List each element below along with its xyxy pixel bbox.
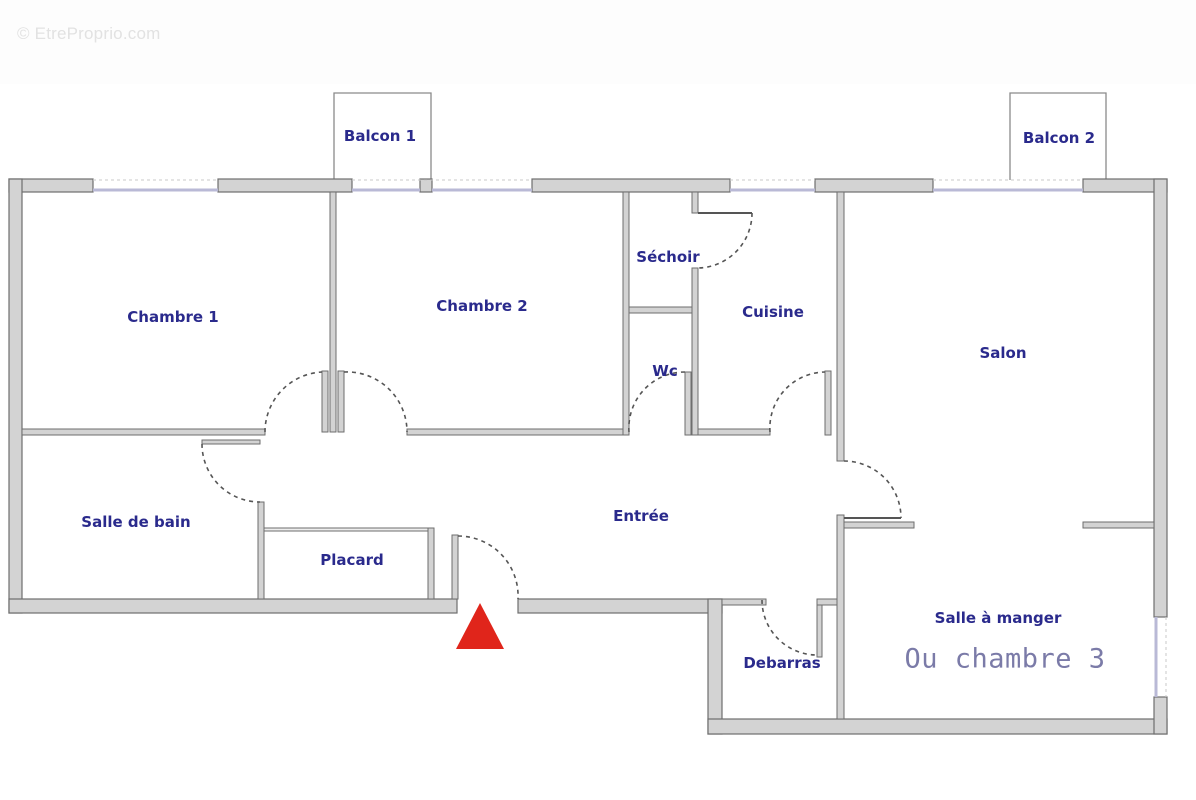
room-label-salle-de-bain: Salle de bain [81, 513, 191, 531]
door-cuisine-arc [769, 371, 826, 433]
interior-walls [21, 191, 1155, 720]
door-salle-de-bain-arc [201, 443, 261, 503]
door-chambre-1-arc [264, 371, 323, 433]
room-label-salon: Salon [979, 344, 1027, 362]
room-label-balcon-2: Balcon 2 [1022, 129, 1096, 147]
balcon-2-outline [1009, 92, 1107, 180]
door-wc-arc [628, 371, 686, 433]
room-label-salle-a-manger: Salle à manger [934, 609, 1062, 627]
room-label-chambre-2: Chambre 2 [436, 297, 528, 315]
door-chambre-2-arc [343, 371, 408, 433]
entrance-marker-icon [456, 603, 504, 649]
doors [201, 212, 902, 656]
door-entrance-arc [457, 535, 519, 600]
balconies [333, 92, 1107, 180]
room-label-sechoir: Séchoir [636, 248, 700, 266]
room-label-cuisine: Cuisine [742, 303, 804, 321]
room-label-wc: Wc [652, 362, 678, 380]
balcon-1-outline [333, 92, 432, 180]
room-label-chambre-1: Chambre 1 [127, 308, 219, 326]
room-label-balcon-1: Balcon 1 [343, 127, 417, 145]
window-sills [93, 179, 1167, 697]
room-label-entree: Entrée [613, 507, 669, 525]
door-debarras-arc [761, 599, 818, 656]
room-label-placard: Placard [320, 551, 384, 569]
top-band [0, 0, 1196, 84]
room-label-debarras: Debarras [743, 654, 821, 672]
door-sechoir-arc [697, 212, 753, 269]
door-leaves [698, 212, 901, 519]
watermark: © EtreProprio.com [17, 24, 161, 43]
door-salon-arc [843, 460, 902, 519]
windows [93, 188, 1158, 697]
exterior-walls [8, 178, 1168, 735]
annotation-ou-chambre-3: Ou chambre 3 [904, 643, 1106, 675]
